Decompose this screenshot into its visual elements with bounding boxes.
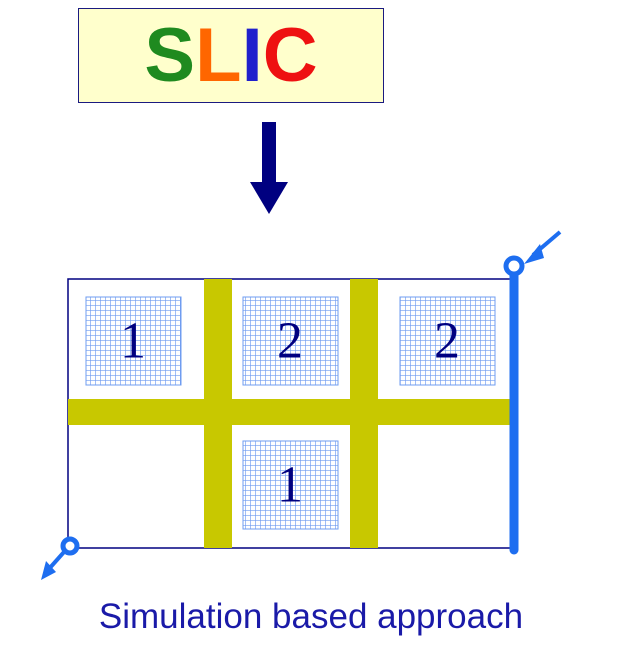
rail-pin-bottom-icon: [60, 536, 80, 556]
cell-label-bottom-middle: 1: [277, 457, 303, 514]
inbound-arrow-icon: [524, 230, 562, 264]
slic-title-box: S L I C: [78, 8, 384, 103]
title-letter-s: S: [144, 12, 196, 98]
cell-top-left: [85, 296, 182, 386]
cell-bottom-middle: [242, 440, 339, 530]
cell-top-middle: [242, 296, 339, 386]
rail-pin-top-icon: [503, 255, 525, 277]
cell-label-top-middle: 2: [277, 313, 303, 370]
caption: Simulation based approach: [98, 597, 524, 636]
outbound-arrow-icon: [41, 550, 66, 580]
cell-label-top-right: 2: [434, 313, 460, 370]
routing-channels: [68, 279, 512, 548]
title-letter-l: L: [195, 12, 242, 98]
channel-horizontal: [68, 399, 512, 425]
down-arrow-icon: [250, 122, 288, 214]
cell-label-top-left: 1: [120, 313, 146, 370]
title-letter-i: I: [241, 12, 263, 98]
title-letter-c: C: [262, 12, 318, 98]
cell-top-right: [399, 296, 496, 386]
